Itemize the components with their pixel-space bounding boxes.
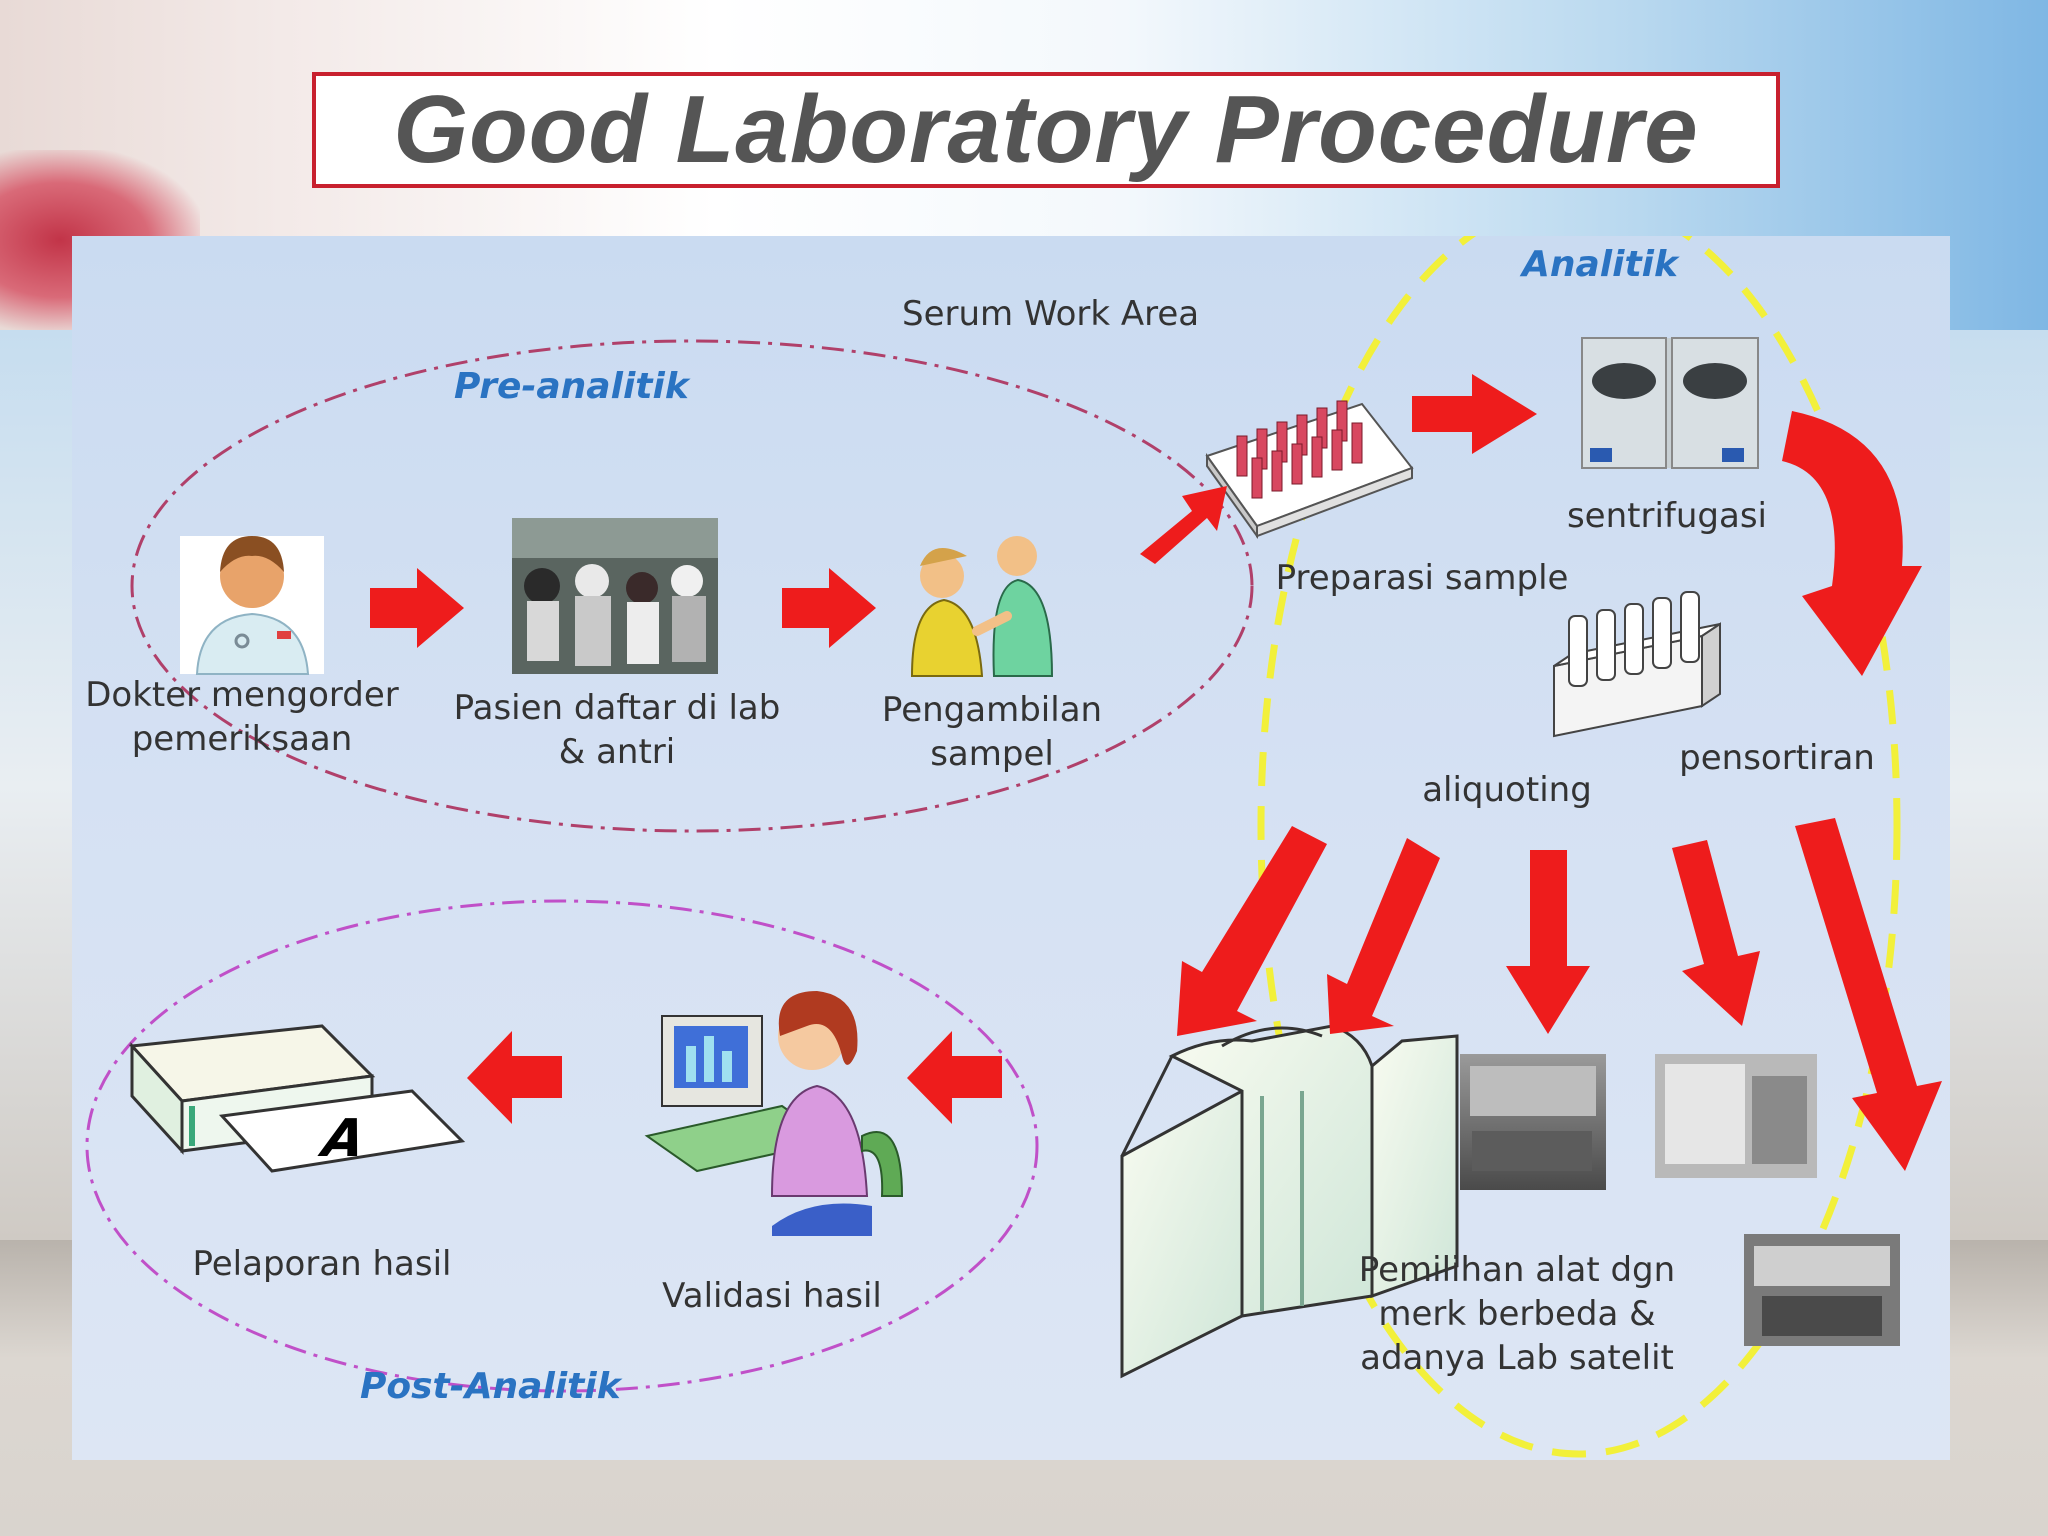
doctor-icon	[180, 536, 324, 675]
page-title: Good Laboratory Procedure	[393, 76, 1699, 183]
centrifuge-icon	[1581, 337, 1759, 469]
step-pengambilan-line-2: sampel	[930, 734, 1054, 774]
post-analitik-boundary	[85, 899, 1039, 1393]
sample-rack-icon	[1205, 400, 1414, 540]
analitik-boundary	[1257, 236, 1901, 1458]
step-pemilihan-line-2: merk berbeda &	[1378, 1294, 1656, 1334]
step-pengambilan-label: Pengambilan sampel	[862, 688, 1122, 776]
lab-instrument-photo-1	[1460, 1054, 1606, 1190]
step-pelaporan-label: Pelaporan hasil	[192, 1244, 452, 1284]
arrow-dokter-pasien	[370, 568, 464, 648]
pre-analitik-boundary	[130, 339, 1254, 833]
analyzer-machine-icon	[1120, 1024, 1459, 1379]
step-pemilihan-line-1: Pemilihan alat dgn	[1358, 1250, 1676, 1290]
blood-draw-icon	[910, 536, 1054, 677]
step-pengambilan-line-1: Pengambilan	[881, 690, 1103, 730]
arrow-sentrifugasi-pensortiran	[1782, 411, 1922, 676]
pre-analitik-label: Pre-analitik	[454, 366, 689, 407]
arrow-distribute-3	[1506, 850, 1590, 1034]
arrow-pasien-pengambilan	[782, 568, 876, 648]
step-preparasi-label: Preparasi sample	[1275, 558, 1569, 598]
analitik-label: Analitik	[1522, 244, 1678, 285]
test-tubes-icon	[1553, 591, 1721, 738]
step-pasien-line-2: & antri	[558, 732, 676, 772]
step-pemilihan-line-3: adanya Lab satelit	[1360, 1338, 1674, 1378]
step-dokter-label: Dokter mengorder pemeriksaan	[82, 673, 402, 761]
arrow-preparasi-sentrifugasi	[1412, 374, 1537, 454]
step-pemilihan-label: Pemilihan alat dgn merk berbeda & adanya…	[1352, 1248, 1682, 1380]
step-pasien-line-1: Pasien daftar di lab	[453, 688, 781, 728]
validation-computer-icon	[644, 991, 904, 1236]
step-sentrifugasi-label: sentrifugasi	[1566, 496, 1768, 536]
arrow-validasi-pelaporan	[467, 1031, 562, 1124]
post-analitik-label: Post-Analitik	[360, 1366, 621, 1407]
arrow-pengambilan-preparasi	[1140, 486, 1227, 564]
lab-instrument-photo-2	[1655, 1054, 1817, 1178]
patients-queue-icon	[512, 518, 718, 674]
arrow-distribute-4	[1672, 840, 1760, 1026]
step-pensortiran-label: pensortiran	[1679, 738, 1875, 778]
step-dokter-line-2: pemeriksaan	[131, 719, 353, 759]
step-pasien-label: Pasien daftar di lab & antri	[452, 686, 782, 774]
printer-icon: A	[128, 1024, 466, 1173]
arrow-distribute-1	[1177, 826, 1327, 1036]
serum-work-area-label: Serum Work Area	[902, 294, 1200, 334]
arrow-distribute-5	[1795, 818, 1942, 1171]
arrow-distribute-2	[1327, 838, 1440, 1034]
diagram-canvas: A	[85, 236, 1942, 1458]
step-dokter-line-1: Dokter mengorder	[85, 675, 399, 715]
diagram-panel: A Serum Work Area Pre-analitik Analitik …	[72, 236, 1950, 1460]
lab-instrument-photo-3	[1744, 1234, 1900, 1346]
step-aliquoting-label: aliquoting	[1422, 770, 1592, 810]
title-box: Good Laboratory Procedure	[312, 72, 1780, 188]
flow-arrows	[370, 374, 1942, 1171]
arrow-analitik-validasi	[907, 1031, 1002, 1124]
step-validasi-label: Validasi hasil	[662, 1276, 882, 1316]
